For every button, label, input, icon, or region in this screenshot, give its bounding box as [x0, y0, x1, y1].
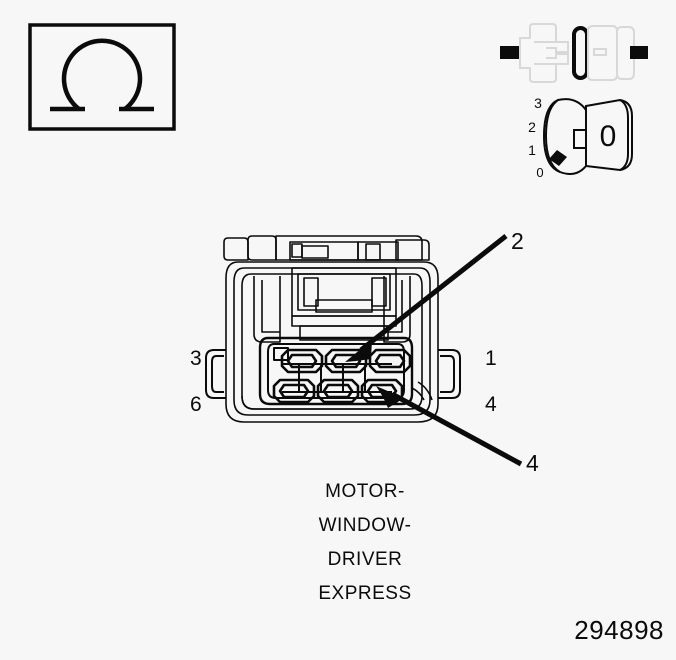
cavity-marker-diamond-icon: [549, 150, 567, 166]
side-lock-tabs: [205, 349, 461, 399]
caption-line-4: EXPRESS: [318, 582, 412, 604]
side-tab-right-inner: [440, 355, 455, 393]
body-curve-3: [417, 381, 433, 401]
key-block-foot: [299, 325, 389, 341]
cavity-5[interactable]: [316, 378, 360, 404]
male-connector-icon: [519, 23, 569, 83]
cavity-scale-label-3: 3: [534, 95, 542, 111]
connector-face-drawing: [196, 222, 496, 462]
pin-label-3: 3: [190, 347, 202, 370]
ohm-icon: [50, 38, 154, 112]
callout-arrow-2: [345, 234, 508, 362]
key-block-rib-right: [371, 277, 387, 307]
cavity-scale-label-2: 2: [528, 119, 536, 135]
mating-connector-pair-icon: [500, 22, 648, 84]
latch-tab-left-1: [223, 237, 249, 261]
figure-number: 294898: [574, 615, 664, 645]
cavity-3[interactable]: [280, 348, 324, 374]
callout-arrow-4: [376, 386, 523, 467]
latch-rail-top: [275, 235, 423, 261]
highlighted-cavity-icon: [572, 26, 589, 80]
cavity-position-indicator-icon: 3 2 1 0 0: [524, 92, 644, 184]
caption-line-2: WINDOW-: [318, 514, 412, 536]
body-curve-2: [411, 387, 425, 401]
callout-number-4: 4: [526, 450, 539, 476]
cavity-center-label: 0: [600, 120, 617, 153]
rib-left-inner: [261, 280, 280, 333]
key-block-base: [291, 315, 397, 327]
female-connector-icon: [587, 25, 635, 81]
side-tab-left-inner: [211, 355, 224, 393]
callout-number-2: 2: [511, 228, 524, 254]
latch-tab-right: [395, 239, 430, 261]
callout-arrows-layer: [196, 222, 556, 487]
terminal-window-outer: [258, 336, 414, 406]
pin-label-6: 6: [190, 393, 202, 416]
key-block-pad: [315, 299, 373, 313]
ohm-symbol-box: [28, 23, 176, 131]
key-block-inner: [297, 273, 391, 311]
cavity-6[interactable]: [272, 378, 316, 404]
pin-label-1: 1: [485, 347, 497, 370]
connector-outer-shell: [225, 261, 439, 423]
body-curve-1: [241, 395, 410, 410]
latch-detail-e: [365, 243, 381, 261]
latch-detail-c: [301, 245, 329, 259]
side-tab-left: [205, 349, 226, 399]
cavity-scale-label-0: 0: [536, 165, 543, 180]
rib-right-inner: [384, 280, 403, 333]
caption-line-1: MOTOR-: [325, 481, 405, 502]
latch-tab-left-2: [247, 235, 277, 261]
connector-caption: MOTOR- WINDOW- DRIVER EXPRESS: [225, 482, 505, 604]
cavity-shell-icon: [542, 98, 587, 175]
right-wire-stub-icon: [630, 46, 648, 59]
side-tab-right: [438, 349, 461, 399]
cavity-block-icon: [585, 98, 633, 172]
rib-right-outer: [383, 276, 411, 343]
cavity-scale-label-1: 1: [528, 142, 536, 158]
left-wire-stub-icon: [500, 46, 520, 59]
pin-label-4: 4: [485, 393, 497, 416]
caption-line-3: DRIVER: [327, 548, 403, 570]
connector-shell-inner-1: [233, 267, 431, 416]
key-block-rib-left: [303, 277, 319, 307]
cavity-1[interactable]: [368, 348, 412, 374]
